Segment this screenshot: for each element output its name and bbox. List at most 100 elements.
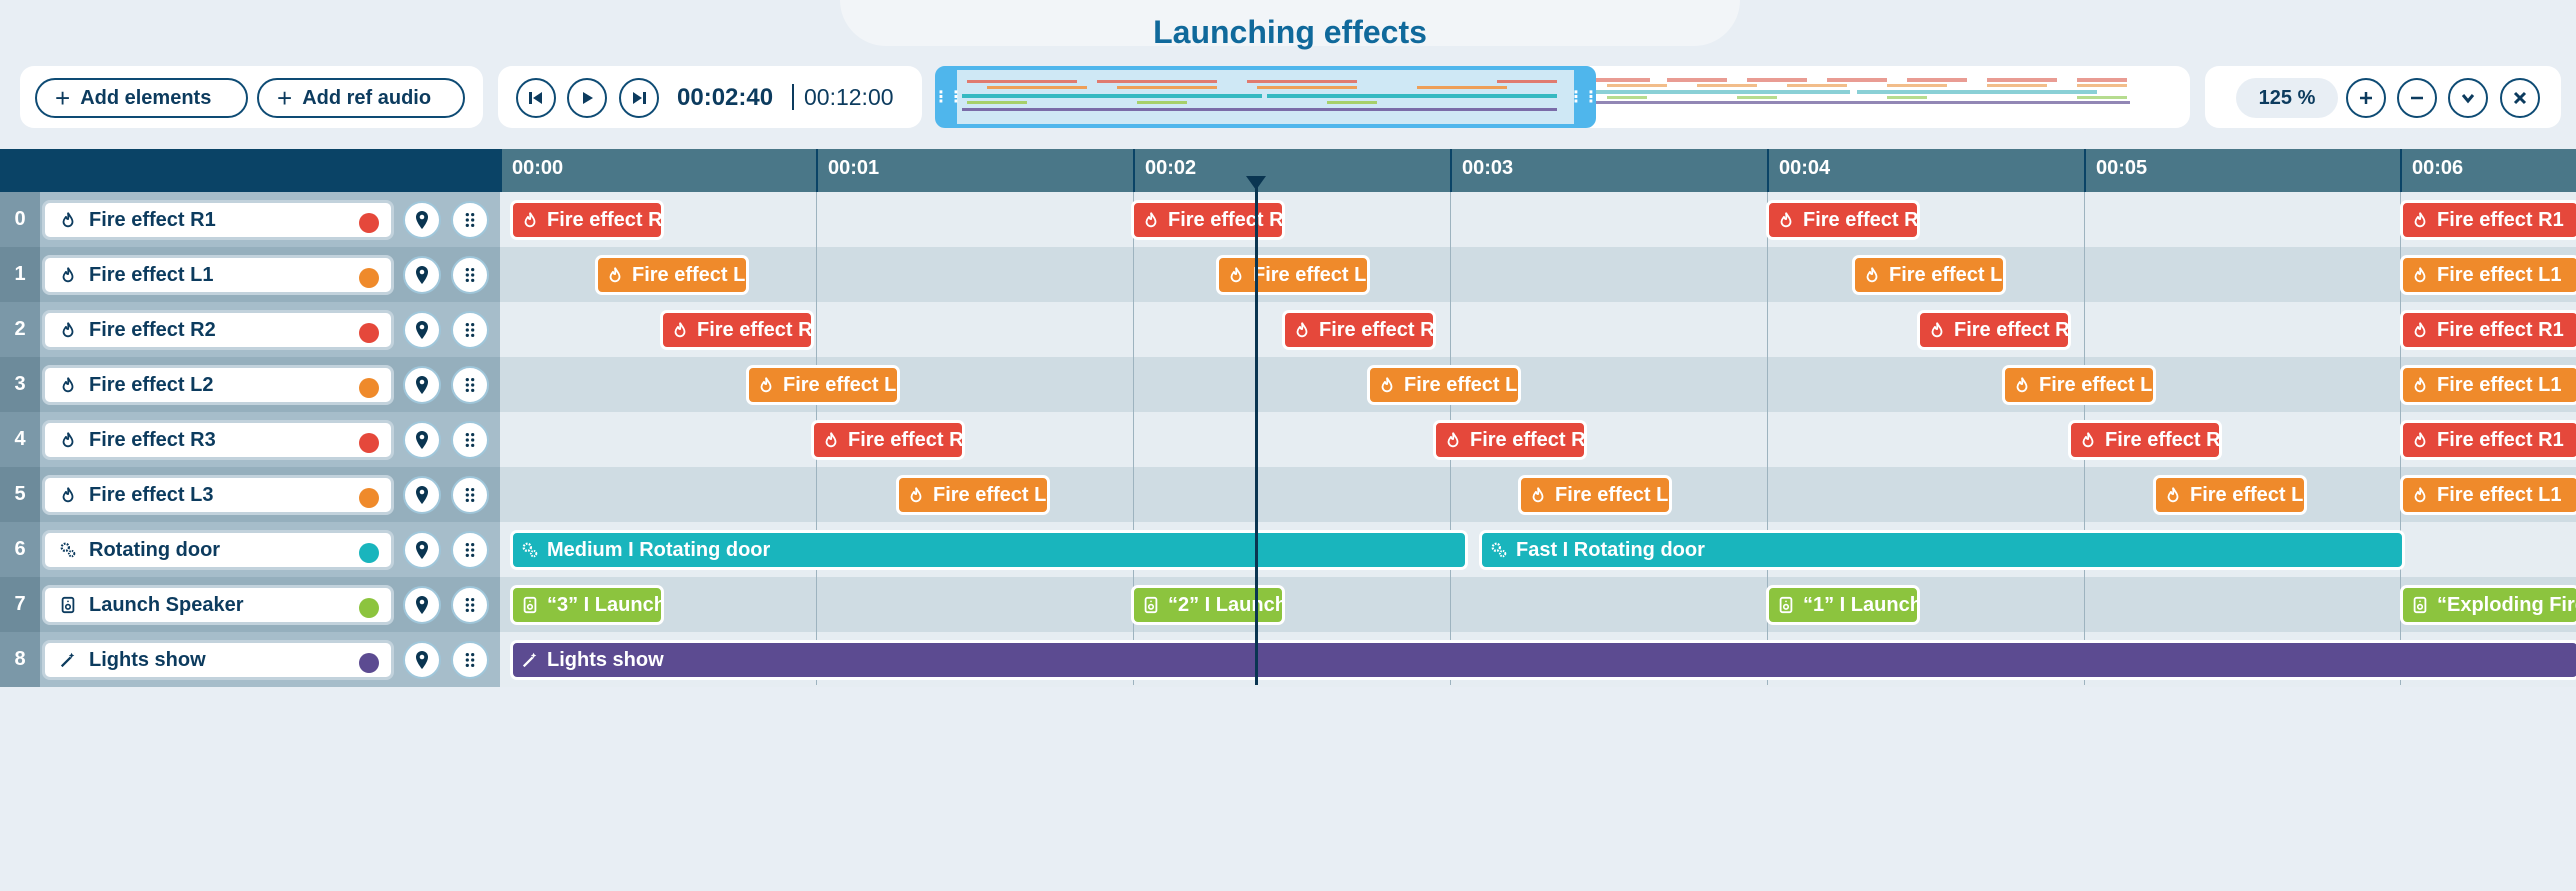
add-elements-button[interactable]: + Add elements — [35, 78, 248, 118]
track-row: 3 Fire effect L2 — [0, 357, 2576, 412]
minimap-right-handle[interactable]: ⋮⋮ — [1568, 70, 1599, 124]
drag-handle-button[interactable] — [451, 311, 489, 349]
add-ref-audio-button[interactable]: + Add ref audio — [257, 78, 465, 118]
fire-effect-clip[interactable]: Fire effect L3 — [896, 475, 1050, 515]
track-header[interactable]: Fire effect R1 — [42, 200, 394, 240]
speaker-icon — [1142, 596, 1160, 614]
drag-handle-icon — [465, 542, 475, 558]
speaker-clip[interactable]: “1” I Launch — [1766, 585, 1920, 625]
fire-effect-clip[interactable]: Fire effect L2 — [2002, 365, 2156, 405]
track-color-dot[interactable] — [359, 543, 379, 563]
speaker-clip[interactable]: “2” I Launch — [1131, 585, 1285, 625]
clip-label: Fire effect L2 — [1404, 373, 1521, 396]
fire-effect-clip[interactable]: Fire effect L1 — [1852, 255, 2006, 295]
fire-effect-clip[interactable]: Fire effect R1 — [1766, 200, 1920, 240]
fire-effect-clip[interactable]: Fire effect L3 — [2153, 475, 2307, 515]
fire-effect-clip[interactable]: Fire effect R1 — [1131, 200, 1285, 240]
clip-label: Lights show — [547, 648, 664, 671]
playhead[interactable] — [1255, 178, 1258, 685]
track-color-dot[interactable] — [359, 378, 379, 398]
track-color-dot[interactable] — [359, 213, 379, 233]
location-pin-button[interactable] — [403, 366, 441, 404]
track-header[interactable]: Fire effect L1 — [42, 255, 394, 295]
drag-handle-button[interactable] — [451, 256, 489, 294]
skip-back-button[interactable] — [516, 78, 556, 118]
fire-effect-clip[interactable]: Fire effect L3 — [1518, 475, 1672, 515]
drag-handle-button[interactable] — [451, 476, 489, 514]
track-color-dot[interactable] — [359, 433, 379, 453]
track-index: 2 — [0, 302, 40, 357]
fire-effect-clip[interactable]: Fire effect L1 — [2400, 255, 2576, 295]
fire-effect-clip[interactable]: Fire effect L2 — [1367, 365, 1521, 405]
time-ruler[interactable]: 00:00 00:01 00:02 00:03 00:04 00:05 00:0… — [500, 149, 2576, 192]
rotating-door-clip[interactable]: Medium I Rotating door — [510, 530, 1468, 570]
track-row: 7 Launch Speaker — [0, 577, 2576, 632]
fire-effect-clip[interactable]: Fire effect L1 — [2400, 475, 2576, 515]
location-pin-button[interactable] — [403, 586, 441, 624]
track-header[interactable]: Lights show — [42, 640, 394, 680]
clip-label: Fire effect L1 — [1253, 263, 1370, 286]
location-pin-button[interactable] — [403, 311, 441, 349]
location-pin-button[interactable] — [403, 256, 441, 294]
fire-effect-clip[interactable]: Fire effect R1 — [2400, 200, 2576, 240]
skip-forward-button[interactable] — [619, 78, 659, 118]
drag-handle-button[interactable] — [451, 366, 489, 404]
minimap-viewport[interactable]: ⋮⋮ ⋮⋮ — [933, 66, 1599, 128]
track-header[interactable]: Fire effect L2 — [42, 365, 394, 405]
drag-handle-button[interactable] — [451, 421, 489, 459]
track-header-bar — [0, 149, 500, 192]
fire-effect-clip[interactable]: Fire effect R3 — [811, 420, 965, 460]
zoom-in-button[interactable] — [2346, 78, 2386, 118]
location-pin-button[interactable] — [403, 641, 441, 679]
ruler-tick: 00:03 — [1450, 149, 1513, 192]
clip-label: Fire effect R3 — [1470, 428, 1587, 451]
drag-handle-button[interactable] — [451, 531, 489, 569]
clip-label: Fire effect R1 — [1803, 208, 1920, 231]
track-color-dot[interactable] — [359, 268, 379, 288]
zoom-out-button[interactable] — [2397, 78, 2437, 118]
track-color-dot[interactable] — [359, 488, 379, 508]
track-name: Launch Speaker — [89, 593, 244, 616]
fire-effect-clip[interactable]: Fire effect R3 — [1433, 420, 1587, 460]
minimap-left-handle[interactable]: ⋮⋮ — [933, 70, 964, 124]
location-pin-button[interactable] — [403, 476, 441, 514]
speaker-clip[interactable]: “3” I Launch — [510, 585, 664, 625]
track-name: Fire effect L2 — [89, 373, 214, 396]
location-pin-button[interactable] — [403, 421, 441, 459]
location-pin-button[interactable] — [403, 531, 441, 569]
minimap-overview[interactable] — [1587, 70, 2137, 122]
drag-handle-button[interactable] — [451, 586, 489, 624]
fire-effect-clip[interactable]: Fire effect R2 — [1282, 310, 1436, 350]
drag-handle-button[interactable] — [451, 201, 489, 239]
fire-effect-clip[interactable]: Fire effect L1 — [1216, 255, 1370, 295]
lights-show-clip[interactable]: Lights show — [510, 640, 2576, 680]
fire-effect-clip[interactable]: Fire effect R1 — [2400, 420, 2576, 460]
track-color-dot[interactable] — [359, 653, 379, 673]
track-header[interactable]: Fire effect L3 — [42, 475, 394, 515]
drag-handle-icon — [465, 267, 475, 283]
track-color-dot[interactable] — [359, 598, 379, 618]
fire-icon — [1777, 211, 1795, 229]
clip-label: Fast I Rotating door — [1516, 538, 1705, 561]
fire-effect-clip[interactable]: Fire effect R1 — [510, 200, 664, 240]
fire-effect-clip[interactable]: Fire effect R2 — [660, 310, 814, 350]
play-button[interactable] — [567, 78, 607, 118]
track-header[interactable]: Rotating door — [42, 530, 394, 570]
rotating-door-clip[interactable]: Fast I Rotating door — [1479, 530, 2405, 570]
fire-effect-clip[interactable]: Fire effect L1 — [2400, 365, 2576, 405]
close-button[interactable] — [2500, 78, 2540, 118]
fire-effect-clip[interactable]: Fire effect L1 — [595, 255, 749, 295]
drag-handle-button[interactable] — [451, 641, 489, 679]
ruler-tick: 00:01 — [816, 149, 879, 192]
track-header[interactable]: Launch Speaker — [42, 585, 394, 625]
fire-effect-clip[interactable]: Fire effect R2 — [1917, 310, 2071, 350]
fire-effect-clip[interactable]: Fire effect R1 — [2400, 310, 2576, 350]
track-header[interactable]: Fire effect R3 — [42, 420, 394, 460]
track-color-dot[interactable] — [359, 323, 379, 343]
collapse-button[interactable] — [2448, 78, 2488, 118]
speaker-clip[interactable]: “Exploding Fire — [2400, 585, 2576, 625]
location-pin-button[interactable] — [403, 201, 441, 239]
fire-effect-clip[interactable]: Fire effect L2 — [746, 365, 900, 405]
fire-effect-clip[interactable]: Fire effect R3 — [2068, 420, 2222, 460]
track-header[interactable]: Fire effect R2 — [42, 310, 394, 350]
